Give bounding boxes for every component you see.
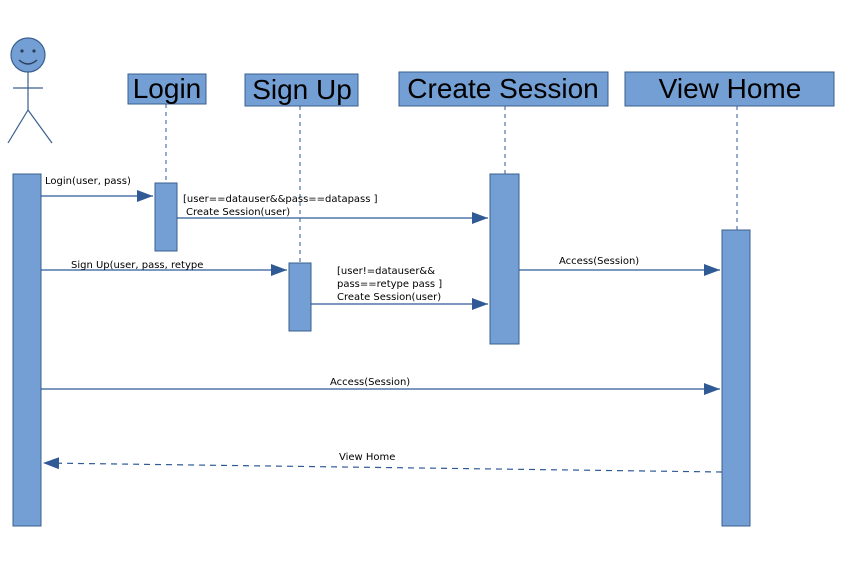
- message-label-signup: Sign Up(user, pass, retype: [71, 260, 203, 271]
- message-view-home-return: View Home: [42, 452, 723, 473]
- lifeline-label-login: Login: [133, 73, 202, 104]
- lifeline-label-view-home: View Home: [659, 73, 802, 104]
- lifeline-header-signup: Sign Up: [244, 73, 359, 107]
- activation-bar-actor: [12, 173, 42, 527]
- message-label-session-access: Access(Session): [559, 256, 639, 267]
- guard-label-signup-2: pass==retype pass ]: [337, 279, 442, 290]
- lifeline-label-signup: Sign Up: [252, 74, 352, 105]
- activation-bar-login: [154, 182, 178, 252]
- message-session-access: Access(Session): [519, 256, 720, 276]
- guard-label-signup-1: [user!=datauser&&: [337, 266, 435, 277]
- message-login: Login(user, pass): [41, 176, 153, 202]
- lifeline-header-view-home: View Home: [624, 71, 835, 107]
- activation-bar-view-home: [721, 229, 751, 527]
- message-label-user-access: Access(Session): [330, 377, 410, 388]
- activation-bar-signup: [288, 262, 312, 332]
- message-label-view-home: View Home: [339, 452, 395, 463]
- message-label-signup-create-session: Create Session(user): [337, 292, 441, 303]
- lifeline-header-login: Login: [127, 73, 207, 105]
- actor-stick-figure-icon: [7, 37, 53, 144]
- lifeline-label-create-session: Create Session: [407, 73, 598, 104]
- message-user-access: Access(Session): [41, 377, 720, 395]
- activation-bar-create-session: [489, 173, 520, 345]
- guard-label-login: [user==datauser&&pass==datapass ]: [183, 194, 378, 205]
- message-label-login: Login(user, pass): [45, 176, 131, 187]
- message-login-create-session: [user==datauser&&pass==datapass ] Create…: [177, 194, 488, 224]
- lifeline-header-create-session: Create Session: [398, 71, 609, 107]
- message-signup-create-session: [user!=datauser&& pass==retype pass ] Cr…: [311, 266, 488, 310]
- message-label-login-create-session: Create Session(user): [186, 207, 290, 218]
- message-signup: Sign Up(user, pass, retype: [41, 260, 287, 276]
